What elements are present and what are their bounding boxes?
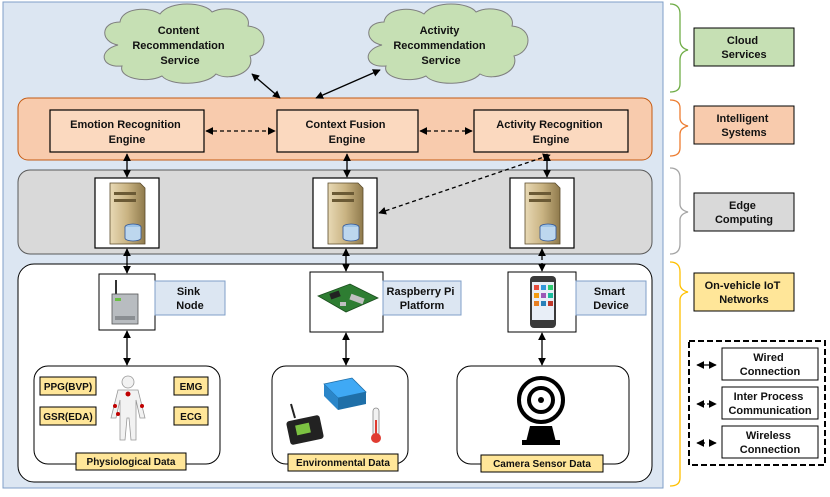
intelligent-label-line-2: Systems [721,127,766,139]
human-body-icon [110,375,146,441]
svg-text:Content Recommendation: Content Recommendation Service [132,25,227,67]
activity-engine-line-1: Activity Recognition [496,119,603,131]
svg-text:Raspberry Pi Platform: Raspberry Pi Platform [387,286,458,312]
svg-text:Cloud Services: Cloud Services [721,35,766,61]
raspberry-pi-label: Raspberry Pi Platform [382,280,462,316]
environmental-sensor-box: Environmental Data [271,365,409,472]
content-service-line-1: Content [158,25,200,37]
svg-text:Sink Node: Sink Node [176,286,204,312]
environment-sensor-icon [286,377,381,445]
gsr-label: GSR(EDA) [43,412,92,423]
smart-device-label: Smart Device [575,280,647,316]
svg-text:Intelligent Systems: Intelligent Systems [716,113,771,139]
edge-label-line-2: Computing [715,214,773,226]
svg-text:Wireless Connection: Wireless Connection [740,430,801,456]
context-fusion-engine: Context Fusion Engine [276,109,419,153]
emotion-engine-line-1: Emotion Recognition [70,119,181,131]
connection-legend: Wired Connection Inter Process Communica… [688,340,826,466]
camera-caption: Camera Sensor Data [493,459,591,470]
svg-text:Edge Computing: Edge Computing [715,200,773,226]
camera-icon [517,376,565,445]
activity-service-line-3: Service [421,55,460,67]
svg-text:Activity Recognition Eng: Activity Recognition Engine [496,119,605,146]
smart-line-2: Device [593,300,628,312]
svg-text:Smart Device: Smart Device [593,286,628,312]
smart-device [507,271,577,333]
emotion-engine-line-2: Engine [109,134,146,146]
cloud-label-line-2: Services [721,49,766,61]
content-recommendation-cloud: Content Recommendation Service [103,3,265,84]
ecg-label: ECG [180,412,202,423]
intelligent-bracket [669,99,689,157]
iot-label-line-2: Networks [719,294,769,306]
legend-ipc-line-2: Communication [728,405,811,417]
cloud-label-line-1: Cloud [727,35,758,47]
emotion-recognition-engine: Emotion Recognition Engine [49,109,205,153]
sink-line-1: Sink [177,286,201,298]
arrow-content-to-context [251,73,281,99]
content-service-line-3: Service [160,55,199,67]
iot-label-line-1: On-vehicle IoT [705,280,781,292]
legend-wireless-line-2: Connection [740,444,801,456]
arrow-activity-to-context [315,69,381,99]
smart-line-1: Smart [594,286,626,298]
edge-bracket [669,167,689,255]
context-engine-line-2: Engine [329,134,366,146]
camera-sensor-box: Camera Sensor Data [456,365,630,473]
environmental-caption: Environmental Data [296,458,390,469]
arrow-server-activity-diagonal [378,153,551,215]
legend-wireless-line-1: Wireless [746,430,791,442]
iot-networks-label: On-vehicle IoT Networks [693,272,795,312]
context-engine-line-1: Context Fusion [305,119,385,131]
ppg-label: PPG(BVP) [44,382,92,393]
svg-text:Context Fusion Engine: Context Fusion Engine [305,119,388,146]
content-service-line-2: Recommendation [132,40,225,52]
svg-text:Emotion Recognition Engi: Emotion Recognition Engine [70,119,184,146]
sink-line-2: Node [176,300,204,312]
sink-node-device [98,273,156,331]
raspberry-line-1: Raspberry Pi [387,286,455,298]
physiological-caption: Physiological Data [87,457,176,468]
svg-text:Wired Connection: Wired Connection [740,352,801,378]
edge-computing-label: Edge Computing [693,192,795,232]
connection-arrows [123,69,551,366]
iot-bracket [669,261,689,487]
physiological-sensor-box: PPG(BVP) GSR(EDA) EMG ECG Physiological … [33,365,221,471]
legend-ipc-line-1: Inter Process [734,391,804,403]
legend-wired-line-1: Wired [753,352,783,364]
activity-recognition-engine: Activity Recognition Engine [473,109,629,153]
legend-wired-line-2: Connection [740,366,801,378]
edge-server-2 [312,177,378,249]
edge-server-3 [509,177,575,249]
intelligent-label-line-1: Intelligent [716,113,768,125]
activity-recommendation-cloud: Activity Recommendation Service [367,3,529,84]
intelligent-systems-label: Intelligent Systems [693,105,795,145]
emg-label: EMG [180,382,203,393]
svg-text:On-vehicle IoT Networks: On-vehicle IoT Networks [705,280,784,306]
edge-label-line-1: Edge [729,200,756,212]
raspberry-line-2: Platform [400,300,445,312]
edge-server-1 [94,177,160,249]
layer-brackets [669,3,689,487]
svg-text:Activity Recommendation: Activity Recommendation Service [393,25,488,67]
svg-text:Inter Process Communicat: Inter Process Communication [728,391,811,417]
raspberry-pi-device [309,271,384,333]
sink-node-label: Sink Node [154,280,226,316]
activity-engine-line-2: Engine [533,134,570,146]
activity-service-line-1: Activity [420,25,461,37]
cloud-bracket [669,3,689,93]
cloud-services-label: Cloud Services [693,27,795,67]
activity-service-line-2: Recommendation [393,40,486,52]
